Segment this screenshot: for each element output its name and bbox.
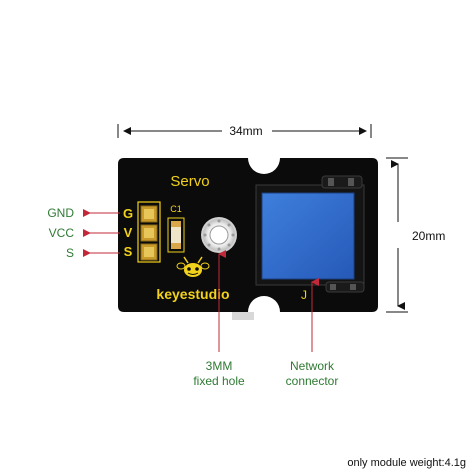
height-dimension: 20mm: [386, 157, 445, 313]
capacitor-label: C1: [170, 204, 182, 214]
pin-label-s: S: [66, 246, 74, 260]
connector-callout-line1: Network: [290, 359, 335, 373]
pin-label-gnd: GND: [47, 206, 74, 220]
pin-letter-g: G: [123, 206, 133, 221]
pin-label-vcc: VCC: [49, 226, 75, 240]
width-label: 34mm: [229, 124, 262, 138]
capacitor-c1: [167, 217, 185, 253]
board-title: Servo: [170, 173, 209, 190]
fixed-hole: [201, 217, 237, 253]
connector-callout: Network connector: [286, 278, 339, 388]
network-connector: [255, 175, 365, 293]
connector-callout-line2: connector: [286, 374, 339, 388]
connector-mark: J: [301, 288, 307, 302]
module-weight: only module weight:4.1g: [347, 457, 466, 469]
hole-callout-line1: 3MM: [206, 359, 233, 373]
brand-name: keyestudio: [156, 286, 229, 302]
pin-header: [137, 201, 161, 263]
pin-letter-v: V: [124, 225, 133, 240]
hole-callout: 3MM fixed hole: [193, 250, 245, 388]
height-label: 20mm: [412, 229, 445, 243]
hole-callout-line2: fixed hole: [193, 374, 245, 388]
width-dimension: 34mm: [117, 124, 372, 138]
pin-letter-s: S: [124, 244, 133, 259]
pin-callouts: GND VCC S: [47, 206, 120, 260]
bee-logo-icon: [176, 256, 210, 277]
